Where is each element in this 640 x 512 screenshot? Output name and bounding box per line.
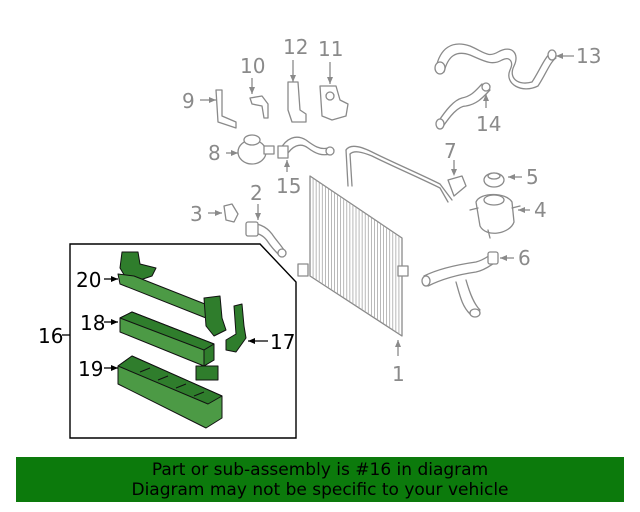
part-8-pump[interactable] [237, 134, 275, 165]
part-13-upper-hose[interactable] [434, 43, 557, 90]
callout-18[interactable]: 18 [80, 311, 105, 335]
part-19-housing[interactable] [117, 355, 223, 429]
callout-4[interactable]: 4 [534, 198, 547, 222]
part-bracket-side[interactable] [203, 295, 227, 337]
part-14-hose[interactable] [435, 82, 491, 130]
callout-14[interactable]: 14 [476, 112, 501, 136]
callout-11[interactable]: 11 [318, 37, 343, 61]
part-10-bracket[interactable] [249, 95, 269, 119]
part-17-bracket[interactable] [225, 303, 247, 353]
part-18-core[interactable] [119, 311, 215, 367]
callout-6[interactable]: 6 [518, 246, 531, 270]
part-11-valve[interactable] [319, 85, 349, 121]
callout-12[interactable]: 12 [283, 35, 308, 59]
banner-line-1: Part or sub-assembly is #16 in diagram [151, 459, 489, 480]
part-3-fitting[interactable] [223, 203, 239, 223]
callout-16[interactable]: 16 [38, 324, 63, 348]
callout-3[interactable]: 3 [190, 202, 203, 226]
callout-1[interactable]: 1 [392, 362, 405, 386]
callout-15[interactable]: 15 [276, 174, 301, 198]
callout-2[interactable]: 2 [250, 181, 263, 205]
info-banner: Part or sub-assembly is #16 in diagram D… [16, 457, 624, 502]
callout-5[interactable]: 5 [526, 165, 539, 189]
part-6-hose[interactable] [421, 251, 499, 318]
banner-line-2: Diagram may not be specific to your vehi… [131, 479, 509, 500]
callout-13[interactable]: 13 [576, 44, 601, 68]
part-12-bracket[interactable] [287, 81, 307, 123]
callout-19[interactable]: 19 [78, 357, 103, 381]
part-2-hose[interactable] [245, 221, 287, 258]
callout-17[interactable]: 17 [270, 330, 295, 354]
part-5-cap[interactable] [483, 172, 505, 188]
part-4-reservoir[interactable] [469, 193, 521, 239]
part-15-hose[interactable] [277, 136, 335, 159]
callout-20[interactable]: 20 [76, 268, 101, 292]
callout-8[interactable]: 8 [208, 141, 221, 165]
part-1-radiator[interactable] [297, 175, 409, 337]
callout-10[interactable]: 10 [240, 54, 265, 78]
callout-7[interactable]: 7 [444, 139, 457, 163]
part-9-bracket[interactable] [215, 89, 237, 129]
part-7-line[interactable] [345, 145, 467, 203]
callout-9[interactable]: 9 [182, 89, 195, 113]
